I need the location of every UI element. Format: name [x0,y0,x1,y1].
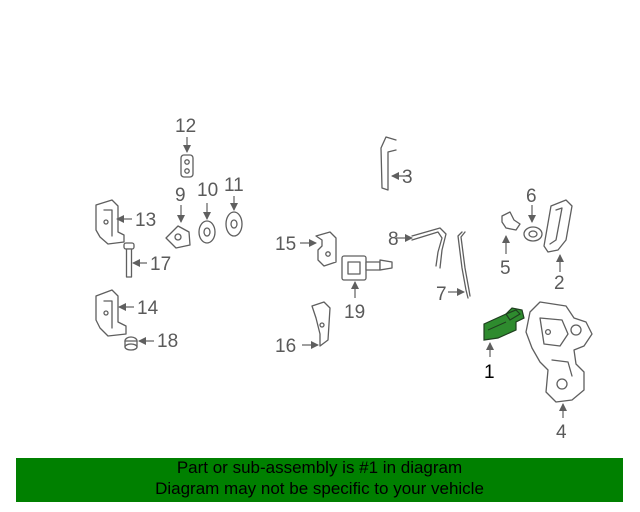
part-19-lock-cylinder [341,255,393,298]
callout-9: 9 [175,185,186,206]
disclaimer-banner: Part or sub-assembly is #1 in diagram Di… [16,458,623,502]
part-4-door-latch [525,301,593,418]
callout-18: 18 [157,331,178,352]
callout-3: 3 [402,167,413,188]
callout-15: 15 [275,234,296,255]
callout-10: 10 [197,180,218,201]
disclaimer-line-2: Diagram may not be specific to your vehi… [155,479,484,498]
part-7-rod [448,231,471,299]
part-8-rod [396,227,447,269]
callout-6: 6 [526,186,537,207]
callout-14: 14 [137,298,159,319]
callout-19: 19 [344,302,365,323]
callout-11: 11 [224,175,244,196]
callout-12: 12 [175,116,196,137]
part-6-bushing [523,205,543,242]
callout-13: 13 [135,210,156,231]
callout-8: 8 [388,229,399,250]
part-10-washer [198,203,216,244]
callout-16: 16 [275,336,296,357]
disclaimer-line-1: Part or sub-assembly is #1 in diagram [176,458,463,477]
part-5-clip [501,211,521,254]
part-1-lock-actuator[interactable] [483,307,525,357]
part-14-lower-hinge [95,289,134,337]
part-15-bracket [300,231,337,267]
part-17-bolt [123,242,147,278]
callout-5: 5 [500,258,511,279]
callout-17: 17 [150,254,171,275]
part-12-bracket [180,137,194,178]
callout-4: 4 [556,422,567,443]
callout-2: 2 [554,273,565,294]
part-16-bracket [302,301,331,349]
part-11-washer [225,196,243,237]
callout-7: 7 [436,284,447,305]
part-3-rod [380,136,410,191]
callout-1: 1 [484,362,495,383]
part-13-upper-hinge [95,199,132,245]
part-2-handle [543,199,573,272]
part-18-bushing [124,336,154,351]
part-9-hinge-plate [165,205,191,249]
